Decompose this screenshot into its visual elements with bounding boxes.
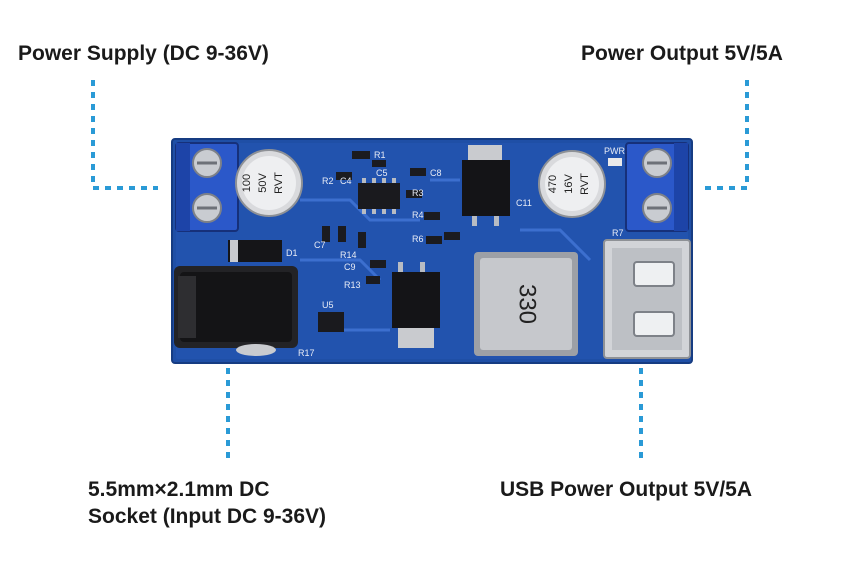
ic-pins	[362, 178, 396, 214]
usb-output-label: USB Power Output 5V/5A	[500, 478, 753, 501]
silk-c5: C5	[376, 168, 388, 178]
pcb-traces	[300, 178, 592, 332]
u5-chip	[318, 312, 344, 332]
silk-r7: R7	[612, 228, 624, 238]
input-capacitor-text-3: RVT	[273, 172, 285, 194]
controller-ic	[358, 183, 400, 209]
dc-socket-label-line1: 5.5mm×2.1mm DC	[88, 478, 270, 501]
silk-r2: R2	[322, 176, 334, 186]
leader-line-power-supply	[91, 80, 158, 190]
dc-barrel-socket	[174, 266, 298, 356]
silk-u5: U5	[322, 300, 334, 310]
pwr-led	[608, 158, 622, 166]
power-output-label: Power Output 5V/5A	[581, 42, 783, 65]
inductor-marking: 330	[514, 284, 541, 324]
power-supply-label: Power Supply (DC 9-36V)	[18, 42, 269, 65]
bottom-mosfet	[392, 262, 440, 348]
dc-socket-label: 5.5mm×2.1mm DC Socket (Input DC 9-36V)	[88, 476, 326, 530]
usb-port	[603, 239, 691, 359]
silk-c8: C8	[430, 168, 442, 178]
silk-r13: R13	[344, 280, 361, 290]
silk-r1: R1	[374, 150, 386, 160]
input-capacitor-text-2: 50V	[257, 173, 269, 193]
silk-r14: R14	[340, 250, 357, 260]
input-capacitor: 100 50V RVT	[235, 149, 303, 217]
smd-components	[322, 151, 460, 284]
silk-d1: D1	[286, 248, 298, 258]
silk-c4: C4	[340, 176, 352, 186]
output-capacitor-text-1: 470	[547, 175, 559, 193]
output-capacitor-text-2: 16V	[563, 174, 575, 194]
silk-r4: R4	[412, 210, 424, 220]
diode-d1	[228, 240, 282, 262]
silk-pwr: PWR	[604, 146, 625, 156]
leader-line-power-output	[702, 80, 749, 190]
silk-c11: C11	[516, 198, 532, 208]
silk-c7: C7	[314, 240, 326, 250]
diode-d1-band	[230, 240, 238, 262]
output-capacitor: 470 16V RVT	[538, 150, 606, 218]
silk-c9: C9	[344, 262, 356, 272]
input-screw-terminal	[175, 142, 239, 232]
silk-r3: R3	[412, 188, 424, 198]
power-inductor: 330	[474, 252, 578, 356]
dc-socket-label-line2: Socket (Input DC 9-36V)	[88, 505, 327, 528]
silk-r17: R17	[298, 348, 315, 358]
output-screw-terminal	[625, 142, 689, 232]
output-capacitor-text-3: RVT	[579, 173, 591, 195]
silk-r6: R6	[412, 234, 424, 244]
top-mosfet	[462, 145, 510, 226]
input-capacitor-text-1: 100	[241, 174, 253, 192]
